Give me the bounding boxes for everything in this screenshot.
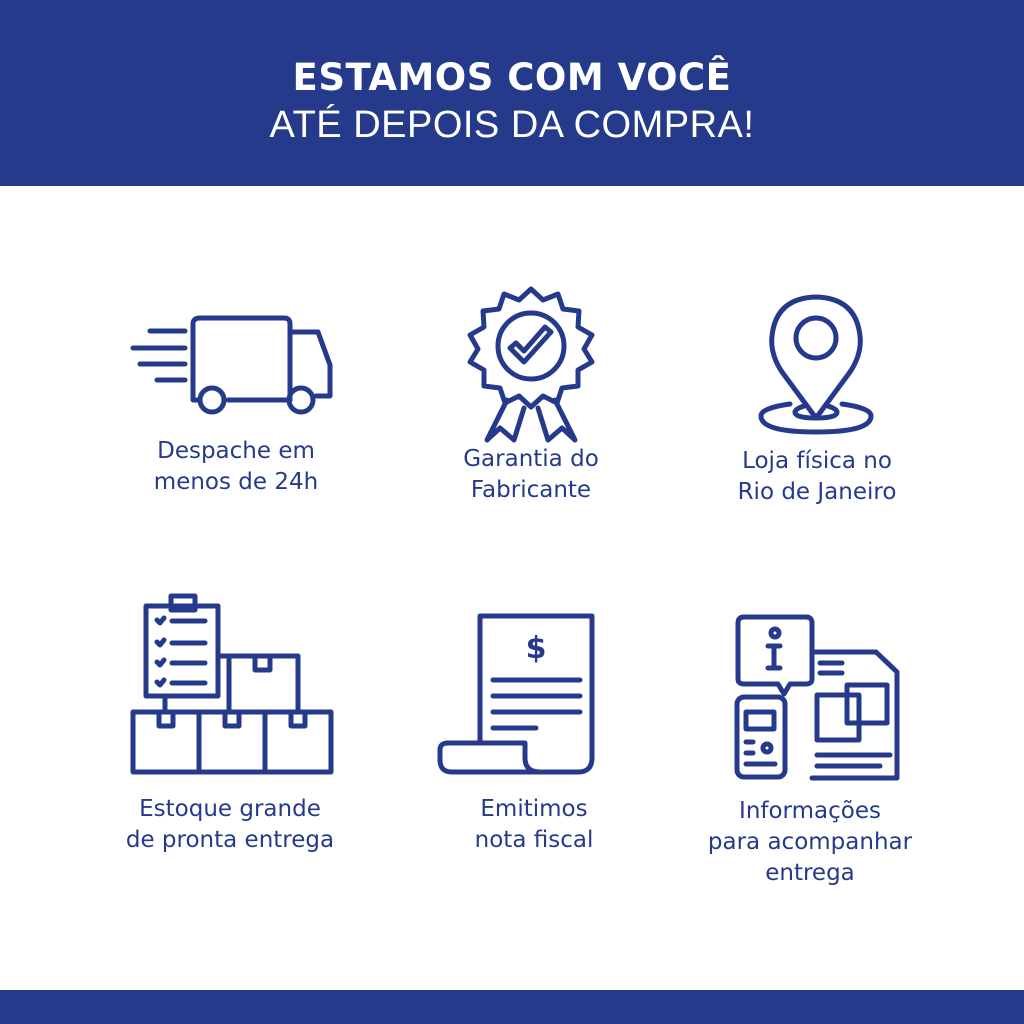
headline-subtitle: ATÉ DEPOIS DA COMPRA!: [269, 104, 755, 146]
location-pin-icon: [758, 294, 874, 435]
headline-title: ESTAMOS COM VOCÊ: [292, 56, 732, 99]
label-line: Rio de Janeiro: [737, 479, 897, 505]
label-line: menos de 24h: [153, 469, 319, 495]
footer-band: [0, 990, 1024, 1024]
award-badge-icon: [467, 286, 595, 443]
header-banner: ESTAMOS COM VOCÊ ATÉ DEPOIS DA COMPRA!: [0, 0, 1024, 186]
svg-text:$: $: [526, 631, 547, 666]
feature-label-dispatch: Despache em menos de 24h: [86, 436, 386, 498]
label-line: Estoque grande: [139, 796, 321, 822]
label-line: Emitimos: [480, 796, 588, 822]
feature-label-tracking: Informações para acompanhar entrega: [660, 796, 960, 889]
label-line: Despache em: [157, 438, 315, 464]
truck-icon: [130, 315, 333, 415]
feature-label-invoice: Emitimos nota fiscal: [384, 794, 684, 856]
label-line: nota fiscal: [474, 827, 594, 853]
label-line: de pronta entrega: [125, 827, 335, 853]
feature-label-stock: Estoque grande de pronta entrega: [80, 794, 380, 856]
info-tracking-icon: [734, 614, 900, 781]
label-line: Fabricante: [470, 477, 592, 503]
label-line: para acompanhar: [707, 829, 913, 855]
label-line: Garantia do: [463, 446, 599, 472]
feature-label-warranty: Garantia do Fabricante: [381, 444, 681, 506]
label-line: Informações: [739, 798, 881, 824]
label-line: entrega: [765, 860, 855, 886]
label-line: Loja física no: [742, 448, 892, 474]
invoice-receipt-icon: $: [437, 613, 595, 775]
inventory-boxes-icon: [130, 593, 334, 775]
feature-label-store: Loja física no Rio de Janeiro: [667, 446, 967, 508]
